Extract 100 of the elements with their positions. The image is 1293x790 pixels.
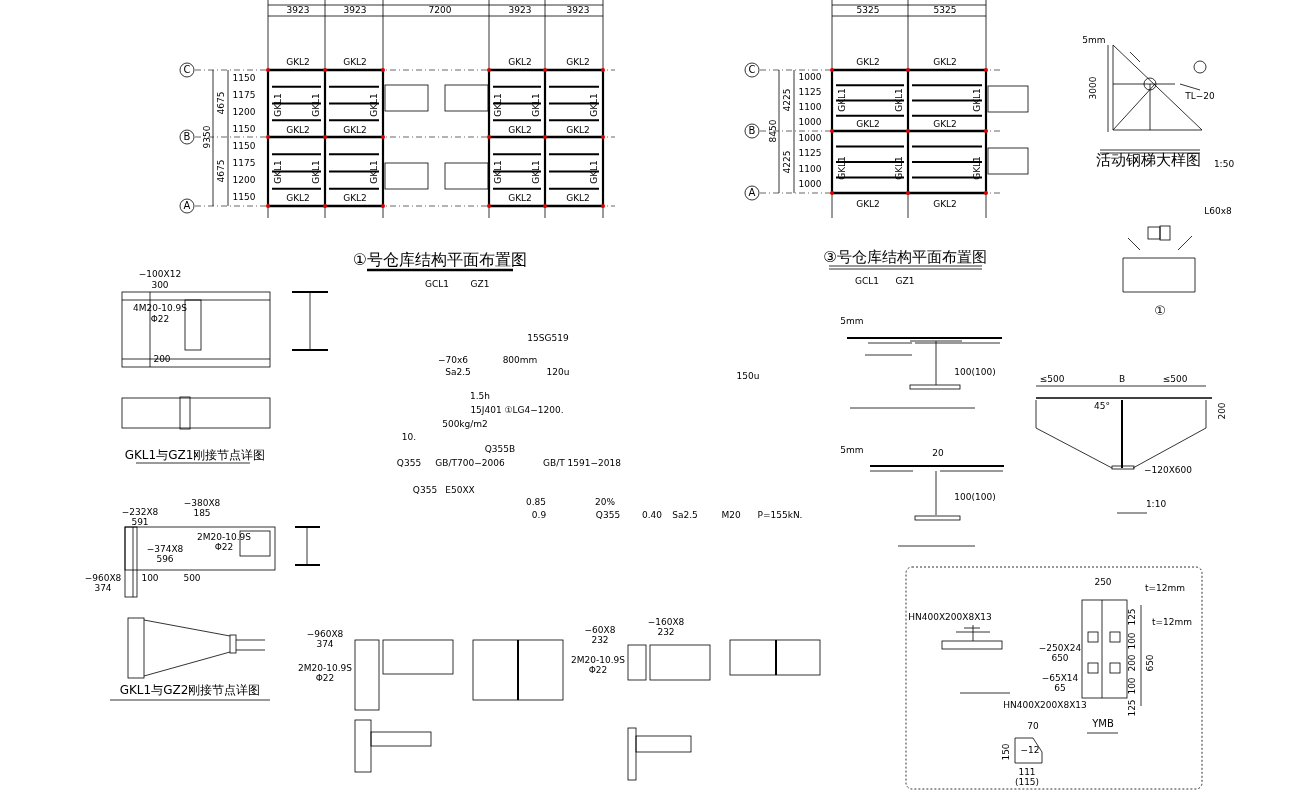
dimension-text: 200 [1127,654,1137,672]
dimension-text: 1150 [232,141,256,151]
dimension-text: 8450 [768,119,778,143]
note-text: 0.40 [642,510,662,520]
member-label: GKL1 [589,160,599,184]
drawing-title: ①号仓库结构平面布置图 [352,252,528,268]
dimension-text: 1000 [798,72,822,82]
leader-text: 2M20-10.9S [197,532,251,542]
dimension-text: 9350 [202,125,212,149]
axis-label: B [748,126,756,136]
note-text: 150u [736,371,760,381]
leader-text: Φ22 [315,673,335,683]
dimension-text: 20 [932,448,944,458]
note-text: 10. [401,432,417,442]
member-label: GKL1 [837,88,847,112]
leader-text: 2M20-10.9S [298,663,352,673]
note-text: Q355 [396,458,422,468]
axis-label: C [183,65,191,75]
leader-text: 232 [657,627,675,637]
scale-text: 1:50 [1213,159,1235,169]
note-text: Sa2.5 [445,367,471,377]
member-label: GKL2 [286,193,310,203]
member-label: GKL2 [343,125,367,135]
dimension-text: 3923 [566,5,590,15]
leader-text: 300 [151,280,169,290]
member-label: GKL1 [894,88,904,112]
leader-text: L60x8 [1204,206,1232,216]
dimension-text: 3923 [508,5,532,15]
dimension-text: 1125 [798,148,822,158]
member-label: GKL2 [933,199,957,209]
dimension-text: 125 [1127,699,1137,717]
leader-text: 650 [1051,653,1069,663]
member-label: GKL2 [343,193,367,203]
member-label: GKL2 [933,57,957,67]
leader-text: 374 [316,639,334,649]
leader-text: 185 [193,508,211,518]
leader-text: 65 [1054,683,1066,693]
note-text: M20 [721,510,741,520]
axis-label: A [748,188,756,198]
leader-text: −65X14 [1041,673,1079,683]
dimension-text: 1100 [798,102,822,112]
dimension-text: 1175 [232,158,256,168]
dimension-text: ≤500 [1039,374,1065,384]
note-text: E50XX [445,485,475,495]
note-text: 15J401 ①LG4−1200. [470,405,564,415]
leader-text: −380X8 [183,498,221,508]
member-label: GKL2 [566,125,590,135]
member-label: GKL1 [273,160,283,184]
dimension-text: 3000 [1088,76,1098,100]
member-label: GKL2 [508,57,532,67]
member-label: GKL1 [493,93,503,117]
dimension-text: 100 [141,573,159,583]
leader-text: −960X8 [84,573,122,583]
dimension-text: 4225 [782,150,792,174]
member-label: GKL1 [493,160,503,184]
dimension-text: 3923 [286,5,310,15]
note-text: Q355 [595,510,621,520]
axis-label: A [183,201,191,211]
member-label: GKL2 [933,119,957,129]
leader-text: 2M20-10.9S [571,655,625,665]
dimension-text: 3923 [343,5,367,15]
axis-label: C [748,65,756,75]
dimension-text: 111 [1018,767,1036,777]
member-label: GKL2 [566,193,590,203]
member-label: GKL1 [972,88,982,112]
note-text: GZ1 [895,276,915,286]
dimension-text: 5325 [933,5,957,15]
dimension-text: 1200 [232,175,256,185]
note-text: Sa2.5 [672,510,698,520]
dimension-text: 100(100) [954,492,996,502]
member-label: GKL2 [508,193,532,203]
drawing-title: ③号仓库结构平面布置图 [823,249,987,265]
leader-text: Φ22 [214,542,234,552]
leader-text: −160X8 [647,617,685,627]
leader-text: 5mm [840,316,864,326]
dimension-text: 500 [183,573,201,583]
note-text: 0.85 [526,497,546,507]
note-text: 800mm [502,355,538,365]
dimension-text: (115) [1014,777,1040,787]
dimension-text: 4675 [216,91,226,115]
drawing-title: GKL1与GZ1刚接节点详图 [124,449,266,461]
leader-text: −250X24 [1038,643,1082,653]
note-text: 500kg/m2 [442,419,488,429]
note-text: P=155kN. [757,510,803,520]
dimension-text: 45° [1094,401,1110,411]
dimension-text: 1000 [798,179,822,189]
drawing-title: YMB [1092,719,1114,729]
leader-text: −100X12 [138,269,182,279]
leader-text: 596 [156,554,174,564]
member-label: GKL1 [311,93,321,117]
leader-text: 5mm [1082,35,1106,45]
dimension-text: 1175 [232,90,256,100]
member-label: GKL2 [856,57,880,67]
leader-text: HN400X200X8X13 [1003,700,1087,710]
dimension-text: 1150 [232,124,256,134]
note-text: −70x6 [438,355,468,365]
dimension-text: 1125 [798,87,822,97]
member-label: GKL1 [531,93,541,117]
dimension-text: 650 [1145,654,1155,672]
note-text: Q355B [484,444,516,454]
